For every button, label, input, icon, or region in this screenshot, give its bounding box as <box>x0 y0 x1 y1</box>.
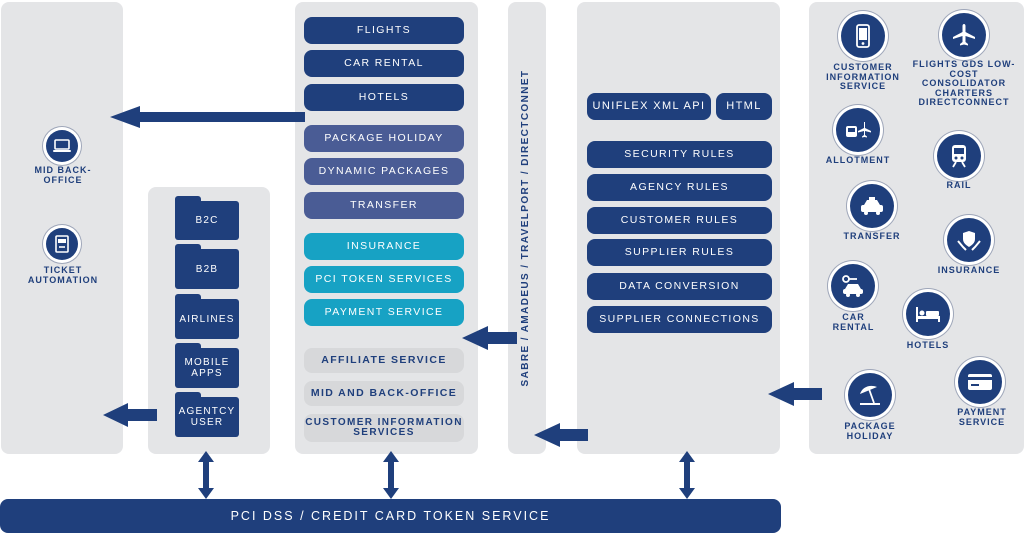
service-affiliate-service[interactable]: Affiliate Service <box>304 348 464 373</box>
car-key-icon <box>831 264 875 308</box>
arrow-to-mid-back-office <box>110 106 305 128</box>
train-icon <box>937 134 981 178</box>
taxi-icon <box>850 184 894 228</box>
channel-agentcy-user[interactable]: Agentcy User <box>175 392 239 437</box>
service-flights[interactable]: flights <box>304 17 464 44</box>
supplier-allotment-label: Allotment <box>825 155 891 165</box>
service-car-rental[interactable]: Car Rental <box>304 50 464 77</box>
supplier-car-rental-label: Car Rental <box>832 312 875 332</box>
bus-plane-icon <box>836 108 880 152</box>
rule-security[interactable]: Security rules <box>587 141 772 168</box>
rule-data-conversion[interactable]: Data conversion <box>587 273 772 300</box>
service-dynamic-packages[interactable]: Dynamic Packages <box>304 158 464 185</box>
gds-panel <box>508 2 546 454</box>
mid-back-office-label: Mid Back-Office <box>34 165 92 185</box>
service-hotels[interactable]: Hotels <box>304 84 464 111</box>
channel-b2c[interactable]: B2C <box>175 196 239 240</box>
core-services-panel <box>295 2 478 454</box>
ticket-automation-label: ticket Automation <box>27 265 99 285</box>
arrow-to-gds <box>534 423 588 447</box>
service-insurance[interactable]: Insurance <box>304 233 464 260</box>
beach-umbrella-icon <box>848 373 892 417</box>
service-pci-token-services[interactable]: PCI Token Services <box>304 266 464 293</box>
html-button[interactable]: HTML <box>716 93 772 120</box>
service-transfer[interactable]: Transfer <box>304 192 464 219</box>
supplier-payment-service-label: Payment Service <box>957 407 1007 427</box>
supplier-flights-label: Flights GDS Low-Cost Consolidator Charte… <box>912 59 1016 107</box>
rule-agency[interactable]: agency rules <box>587 174 772 201</box>
arrow-to-core-services <box>462 326 517 350</box>
rule-supplier[interactable]: Supplier rules <box>587 239 772 266</box>
arrow-channels-bar <box>198 451 214 499</box>
credit-card-icon <box>958 360 1002 404</box>
supplier-package-holiday-label: Package Holiday <box>844 421 896 441</box>
rule-customer[interactable]: Customer Rules <box>587 207 772 234</box>
uniflex-xml-api-button[interactable]: Uniflex XML API <box>587 93 711 120</box>
supplier-transfer-label: Transfer <box>843 231 901 241</box>
supplier-insurance-label: Insurance <box>937 265 1001 275</box>
gds-connectors-label: sabre / Amadeus / travelport / DirectCon… <box>520 69 531 387</box>
supplier-customer-info-label: Customer Information Service <box>826 62 900 91</box>
service-package-holiday[interactable]: Package Holiday <box>304 125 464 152</box>
pci-dss-token-service-bar: PCI DSS / Credit Card Token Service <box>0 499 781 533</box>
channel-mobile-apps[interactable]: Mobile Apps <box>175 343 239 388</box>
service-payment-service[interactable]: Payment Service <box>304 299 464 326</box>
bed-icon <box>906 292 950 336</box>
service-mid-and-back-office[interactable]: Mid and Back-Office <box>304 381 464 406</box>
arrow-to-engine <box>768 382 822 406</box>
phone-icon <box>841 14 885 58</box>
ticket-machine-icon <box>46 228 78 260</box>
rule-supplier-connections[interactable]: supplier Connections <box>587 306 772 333</box>
airplane-icon <box>942 13 986 57</box>
service-customer-information-services[interactable]: Customer Information Services <box>304 414 464 442</box>
channel-b2b[interactable]: B2B <box>175 244 239 289</box>
arrow-engine-bar <box>679 451 695 499</box>
hands-shield-icon <box>947 218 991 262</box>
supplier-rail-label: Rail <box>946 180 972 190</box>
laptop-icon <box>46 130 78 162</box>
channel-airlines[interactable]: Airlines <box>175 294 239 339</box>
supplier-hotels-label: Hotels <box>906 340 950 350</box>
arrow-to-left-panel <box>103 403 157 427</box>
arrow-core-bar <box>383 451 399 499</box>
